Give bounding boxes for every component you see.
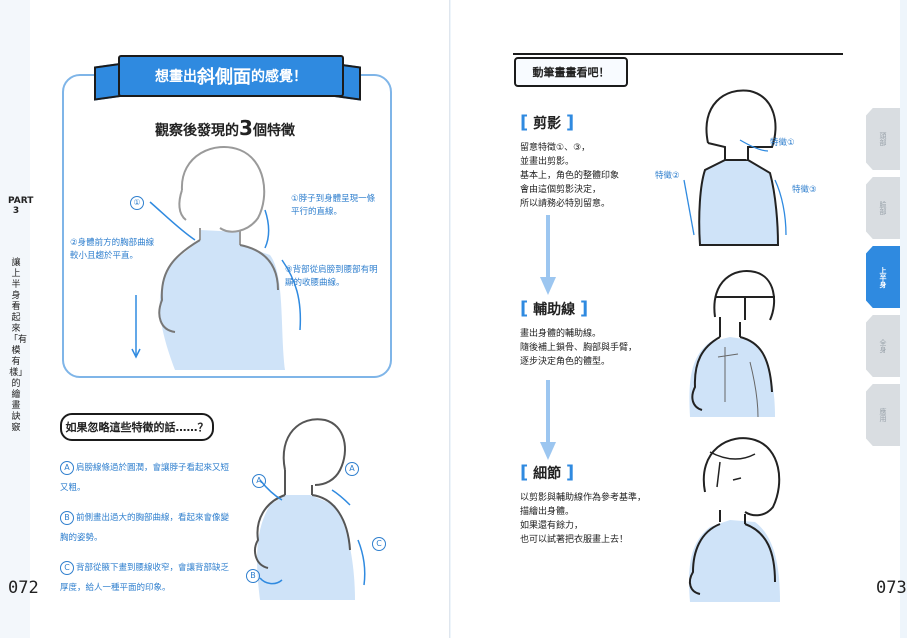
tab-face[interactable]: 臉部 [866, 177, 900, 239]
fig-mark-a2: A [345, 462, 359, 476]
step-3-desc: 以剪影與輔助線作為參考基準， 描繪出身體。 如果還有餘力， 也可以試著把衣服畫上… [520, 491, 690, 547]
observation-heading: 觀察後發現的3個特徵 [62, 116, 388, 140]
flow-arrow-2 [540, 380, 556, 460]
header-rule [513, 53, 843, 55]
step-1-line: 並畫出剪影。 [520, 157, 575, 167]
mistake-text-c: 背部從腋下畫到腰線收窄，會讓背部缺乏厚度，給人一種平面的印象。 [60, 563, 230, 593]
step-1-title-row: [ 剪影 ] [520, 112, 575, 133]
fig-mark-c: C [372, 537, 386, 551]
tab-full-body-label: 全身 [879, 339, 887, 353]
step-2-title-row: [ 輔助線 ] [520, 298, 589, 319]
step-2-line: 畫出身體的輔助線。 [520, 329, 602, 339]
mistake-text-b: 前側畫出過大的胸部曲線，看起來會像變胸的姿勢。 [60, 513, 230, 543]
observation-post: 個特徵 [252, 123, 295, 139]
step-1-line: 所以請務必特別留意。 [520, 199, 611, 209]
feature-label-1: 特徵① [770, 138, 795, 148]
tab-applied-label: 應用 [879, 408, 887, 422]
tab-full-body[interactable]: 全身 [866, 315, 900, 377]
chapter-title: 讓上半身看起來「有模有樣」的繪畫訣竅 [9, 258, 28, 433]
wrong-figure [254, 418, 366, 600]
step-3-line: 也可以試著把衣服畫上去！ [520, 535, 629, 545]
side-view-figure [131, 145, 302, 370]
step-2-line: 逐步決定角色的體型。 [520, 357, 611, 367]
fig-mark-b: B [246, 569, 260, 583]
flow-arrow-1 [540, 215, 556, 295]
detail-figure [688, 437, 781, 602]
ribbon-text-big1: 斜側 [197, 67, 233, 88]
feature-2-note: ②身體前方的胸部曲線較小且趨於平直。 [70, 238, 155, 261]
step-1-line: 基本上，角色的整體印象 [520, 171, 620, 181]
tab-upper-body-label: 上半身 [879, 266, 887, 288]
ribbon-title: 想畫出斜側面的感覺！ [118, 55, 344, 97]
left-page: PART 3 讓上半身看起來「有模有樣」的繪畫訣竅 072 想畫出斜側面的感覺！… [0, 0, 450, 638]
tab-applied[interactable]: 應用 [866, 384, 900, 446]
observation-num: 3 [239, 116, 253, 140]
step-3-title: 細節 [533, 466, 562, 482]
arrow-1b [264, 209, 270, 249]
silhouette-figure [683, 89, 787, 246]
mistake-text-a: 肩膀線條過於圓潤，會讓脖子看起來又短又粗。 [60, 463, 230, 493]
step-3-line: 以剪影與輔助線作為參考基準， [520, 493, 647, 503]
part-label: PART 3 [8, 196, 34, 216]
step-1-line: 留意特徵①、③， [520, 143, 591, 153]
feature-label-3: 特徵③ [792, 185, 817, 195]
step-1: [ 剪影 ] 留意特徵①、③， 並畫出剪影。 基本上，角色的整體印象 會由這個剪… [520, 112, 680, 211]
page-number-left: 072 [8, 578, 39, 598]
feature-label-2: 特徵② [655, 171, 680, 181]
tab-head[interactable]: 頭部 [866, 108, 900, 170]
step-header: 動筆畫畫看吧！ [514, 57, 628, 87]
page-number-right: 073 [876, 578, 907, 598]
arrow-3 [281, 259, 302, 331]
step-1-title: 剪影 [533, 116, 562, 132]
feature-3-note: ③背部從肩膀到腰部有明顯的收腰曲線。 [285, 265, 378, 288]
right-page: 073 [451, 0, 907, 638]
mistake-mark-a: A [60, 461, 74, 475]
step-2-desc: 畫出身體的輔助線。 隨後補上鎖骨、胸部與手臂， 逐步決定角色的體型。 [520, 327, 690, 369]
step-3: [ 細節 ] 以剪影與輔助線作為參考基準， 描繪出身體。 如果還有餘力， 也可以… [520, 462, 690, 547]
ribbon-text-post: 的感覺！ [251, 69, 307, 85]
ribbon-text-big2: 面 [233, 67, 251, 88]
step-1-desc: 留意特徵①、③， 並畫出剪影。 基本上，角色的整體印象 會由這個剪影決定， 所以… [520, 141, 680, 211]
step-3-line: 如果還有餘力， [520, 521, 584, 531]
mistake-mark-c: C [60, 561, 74, 575]
fig-mark-a1: A [252, 474, 266, 488]
mistake-mark-b: B [60, 511, 74, 525]
feature-1-mark: ① [130, 196, 144, 210]
step-3-title-row: [ 細節 ] [520, 462, 575, 483]
arrow-1 [149, 201, 196, 241]
tab-head-label: 頭部 [879, 132, 887, 146]
warning-bubble: 如果忽略這些特徵的話……？ [60, 413, 214, 441]
observation-pre: 觀察後發現的 [155, 123, 240, 139]
step-2: [ 輔助線 ] 畫出身體的輔助線。 隨後補上鎖骨、胸部與手臂， 逐步決定角色的體… [520, 298, 690, 369]
guideline-figure [689, 270, 776, 418]
ribbon-text-pre: 想畫出 [155, 69, 197, 85]
tab-upper-body[interactable]: 上半身 [866, 246, 900, 308]
step-1-line: 會由這個剪影決定， [520, 185, 602, 195]
step-2-line: 隨後補上鎖骨、胸部與手臂， [520, 343, 638, 353]
tab-face-label: 臉部 [879, 201, 887, 215]
feature-1-note: ①脖子到身體呈現一條平行的直線。 [291, 194, 376, 217]
step-3-line: 描繪出身體。 [520, 507, 575, 517]
step-2-title: 輔助線 [533, 302, 576, 318]
chapter-strip [0, 0, 30, 638]
